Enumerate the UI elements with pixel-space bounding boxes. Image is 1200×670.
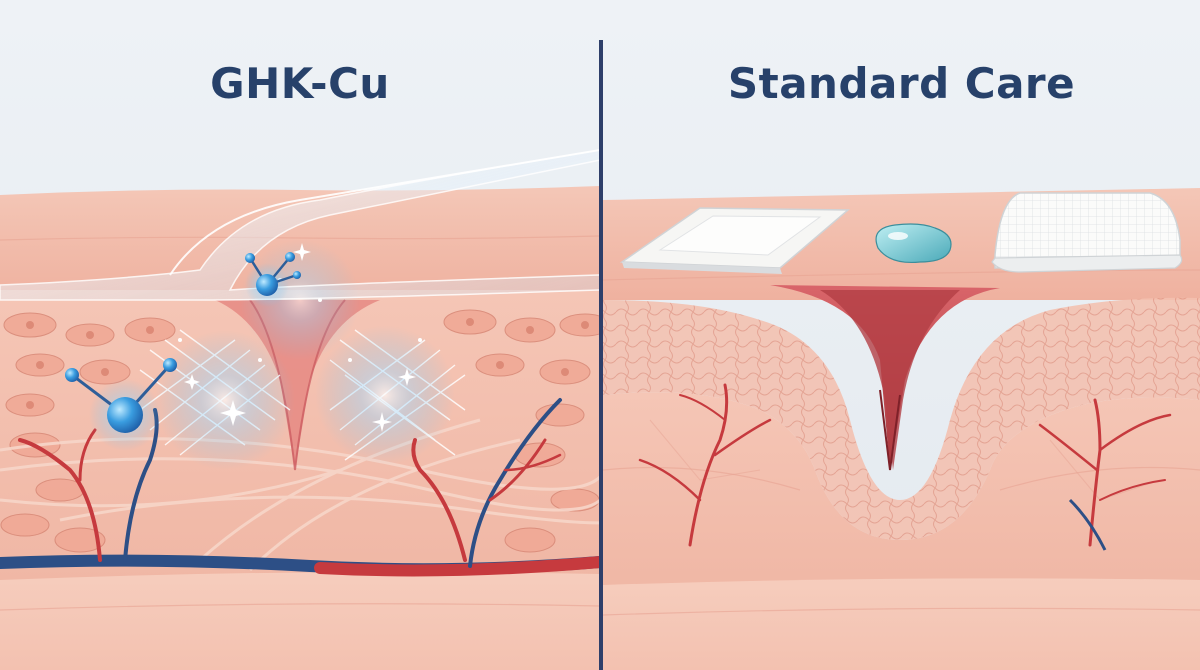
right-panel-title: Standard Care [727,59,1076,108]
folded-towel-icon [991,192,1183,273]
gauze-pad-icon [619,207,851,274]
left-panel-title: GHK-Cu [210,59,390,108]
copper-peptide-molecule-icon [65,358,177,451]
panel-divider [599,40,603,670]
gel-droplet-icon [875,223,952,264]
right-panel-art [603,188,1200,670]
left-panel-art [0,149,599,670]
copper-peptide-molecule-icon [245,252,301,307]
